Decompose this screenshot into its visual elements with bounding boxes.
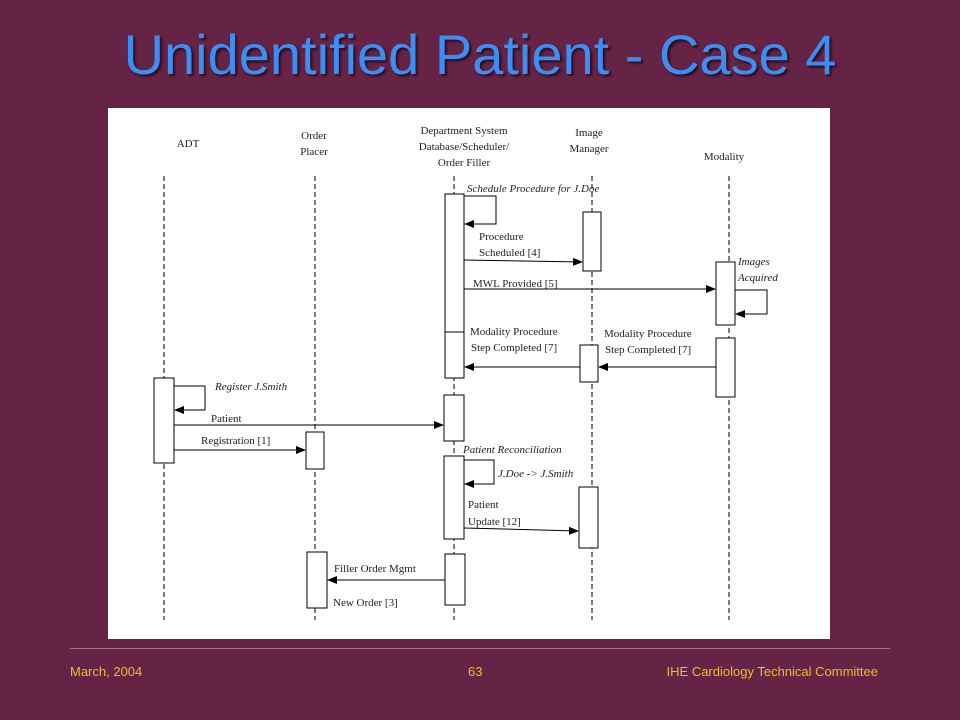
label-images-acquired-2: Acquired [737,272,778,284]
actor-adt-label: ADT [177,138,200,150]
activation-modality-mpps [715,337,736,398]
footer-date: March, 2004 [70,664,143,679]
footer-page-number: 63 [468,664,483,679]
label-patient-registration-2: Registration [1] [201,435,270,447]
activation-modality-mwl [715,261,736,326]
activation-dss-reconciliation [443,455,465,540]
label-images-acquired-1: Images [737,256,770,268]
actor-image-manager-label-1: Image [575,127,603,139]
self-arrow-schedule-procedure [464,195,497,228]
activation-dss-registration [443,394,465,442]
label-filler-order-mgmt-2: New Order [3] [333,597,398,609]
activation-image-manager-mpps [579,344,599,383]
arrow-procedure-scheduled [463,257,583,266]
label-filler-order-mgmt-1: Filler Order Mgmt [334,563,416,575]
label-register-jsmith: Register J.Smith [214,381,288,393]
activation-dss-neworder [444,553,466,606]
label-patient-reconciliation: Patient Reconciliation [462,444,562,456]
label-procedure-scheduled-1: Procedure [479,231,524,243]
label-mpps-im-1: Modality Procedure [604,328,692,340]
label-mwl-provided: MWL Provided [5] [473,278,558,290]
label-procedure-scheduled-2: Scheduled [4] [479,247,540,259]
self-arrow-jdoe-to-jsmith [464,459,495,488]
arrow-patient-update [463,526,579,535]
label-mpps-dss-2: Step Completed [7] [471,342,557,354]
label-patient-registration-1: Patient [211,413,242,425]
sequence-diagram-panel: ADT Order Placer Department System Datab… [108,108,830,639]
footer-divider [70,648,890,649]
activation-order-placer-registration [305,431,325,470]
label-jdoe-to-jsmith: J.Doe -> J.Smith [498,468,574,480]
self-arrow-images-acquired [735,289,768,318]
actor-order-placer-label-2: Placer [300,146,328,158]
label-mpps-dss-1: Modality Procedure [470,326,558,338]
activation-adt-register [153,377,175,464]
actor-image-manager-label-2: Manager [569,143,608,155]
self-arrow-register-jsmith [174,385,206,414]
activation-image-manager-update [578,486,599,549]
label-patient-update-1: Patient [468,499,499,511]
activation-dss-schedule [444,193,465,340]
activation-order-placer-neworder [306,551,328,609]
actor-order-placer-label-1: Order [301,130,327,142]
actor-modality-label: Modality [704,151,745,163]
label-schedule-procedure: Schedule Procedure for J.Doe [467,183,599,195]
label-mpps-im-2: Step Completed [7] [605,344,691,356]
actor-dss-label-3: Order Filler [438,157,491,169]
activation-dss-mpps [444,331,465,379]
sequence-diagram: ADT Order Placer Department System Datab… [153,125,778,620]
label-patient-update-2: Update [12] [468,516,521,528]
actor-dss-label-2: Database/Scheduler/ [419,141,510,153]
slide-title: Unidentified Patient - Case 4 [123,23,837,86]
activation-image-manager-scheduled [582,211,602,272]
actor-dss-label-1: Department System [420,125,508,137]
footer-committee: IHE Cardiology Technical Committee [666,664,878,679]
